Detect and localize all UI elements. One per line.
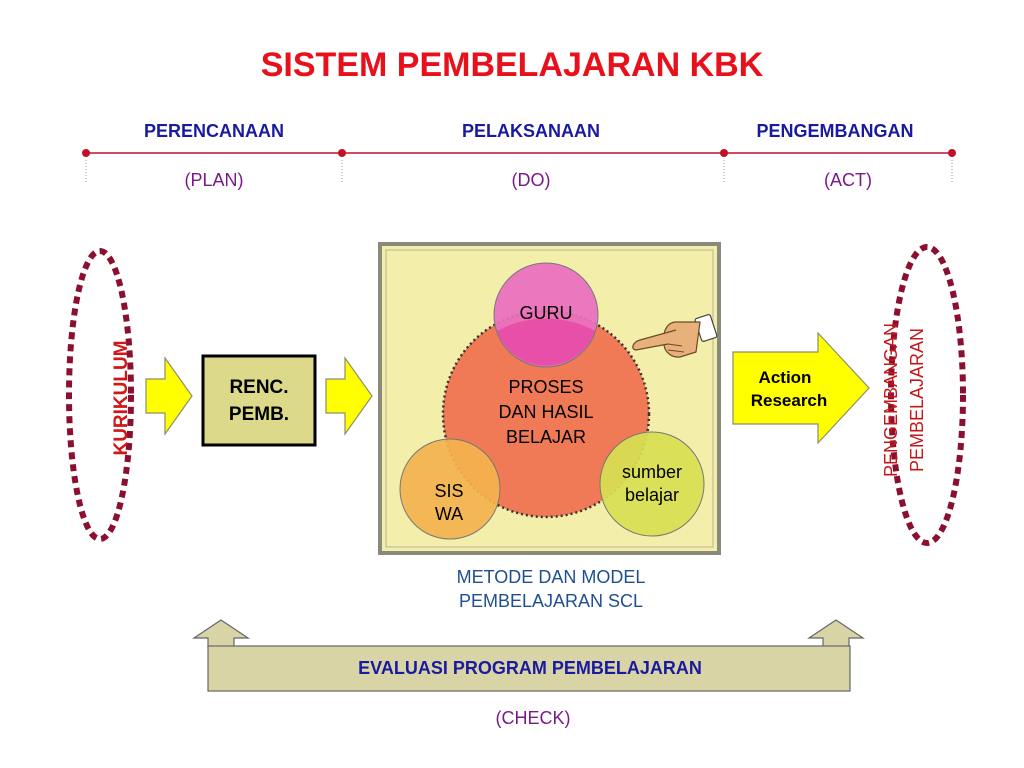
action-research-shape (732, 331, 870, 445)
phase-label-plan: PERENCANAAN (144, 121, 284, 141)
arrow-right-1 (145, 356, 193, 436)
evaluation-label: EVALUASI PROGRAM PEMBELAJARAN (358, 658, 702, 678)
phase-paren-act: (ACT) (824, 170, 872, 190)
sumber-line1: sumber (622, 462, 682, 482)
renc-pemb-box: RENC. PEMB. (201, 354, 317, 447)
pengembangan-label-line1: PENGEMBANGAN (881, 323, 901, 477)
renc-pemb-line2: PEMB. (229, 404, 289, 425)
siswa-circle (399, 438, 501, 540)
timeline (82, 149, 956, 182)
evaluation-bar: EVALUASI PROGRAM PEMBELAJARAN (207, 645, 851, 692)
guru-overlap (497, 318, 595, 366)
pointing-hand-icon (632, 314, 718, 358)
kurikulum-label: KURIKULUM (111, 340, 132, 455)
proses-line2: DAN HASIL (498, 402, 593, 422)
phase-label-act: PENGEMBANGAN (756, 121, 913, 141)
sumber-circle (599, 431, 705, 537)
action-research-line2: Research (751, 391, 828, 410)
kurikulum-oval: KURIKULUM (66, 248, 134, 542)
phase-paren-do: (DO) (512, 170, 551, 190)
sumber-line2: belajar (625, 485, 679, 505)
timeline-dot (338, 149, 346, 157)
method-caption-line2: PEMBELAJARAN SCL (459, 591, 643, 611)
arrow-right-2 (325, 356, 373, 436)
up-arrow-right (807, 619, 865, 649)
guru-label: GURU (520, 303, 573, 323)
proses-line1: PROSES (508, 377, 583, 397)
siswa-line2: WA (435, 504, 463, 524)
action-research-line1: Action (759, 368, 812, 387)
page-title: SISTEM PEMBELAJARAN KBK (261, 46, 764, 84)
timeline-dot (720, 149, 728, 157)
renc-pemb-line1: RENC. (229, 377, 288, 398)
method-caption-line1: METODE DAN MODEL (457, 567, 646, 587)
evaluation-paren: (CHECK) (496, 708, 571, 728)
method-panel-edge (385, 249, 714, 548)
siswa-line1: SIS (434, 481, 463, 501)
timeline-dot (948, 149, 956, 157)
phase-paren-plan: (PLAN) (184, 170, 243, 190)
evaluation-rect (207, 645, 851, 692)
pengembangan-oval: PENGEMBANGAN PEMBELAJARAN (881, 244, 966, 546)
phase-label-do: PELAKSANAAN (462, 121, 600, 141)
kurikulum-oval-border (66, 248, 134, 542)
renc-pemb-rect (201, 354, 317, 447)
method-panel: GURU SIS WA sumber belajar PROSES DAN HA… (378, 242, 721, 555)
pengembangan-oval-border (888, 244, 966, 546)
proses-line3: BELAJAR (506, 427, 586, 447)
action-research-arrow: Action Research (732, 331, 870, 445)
pengembangan-label-line2: PEMBELAJARAN (907, 328, 927, 472)
timeline-dot (82, 149, 90, 157)
up-arrow-left (192, 619, 250, 649)
